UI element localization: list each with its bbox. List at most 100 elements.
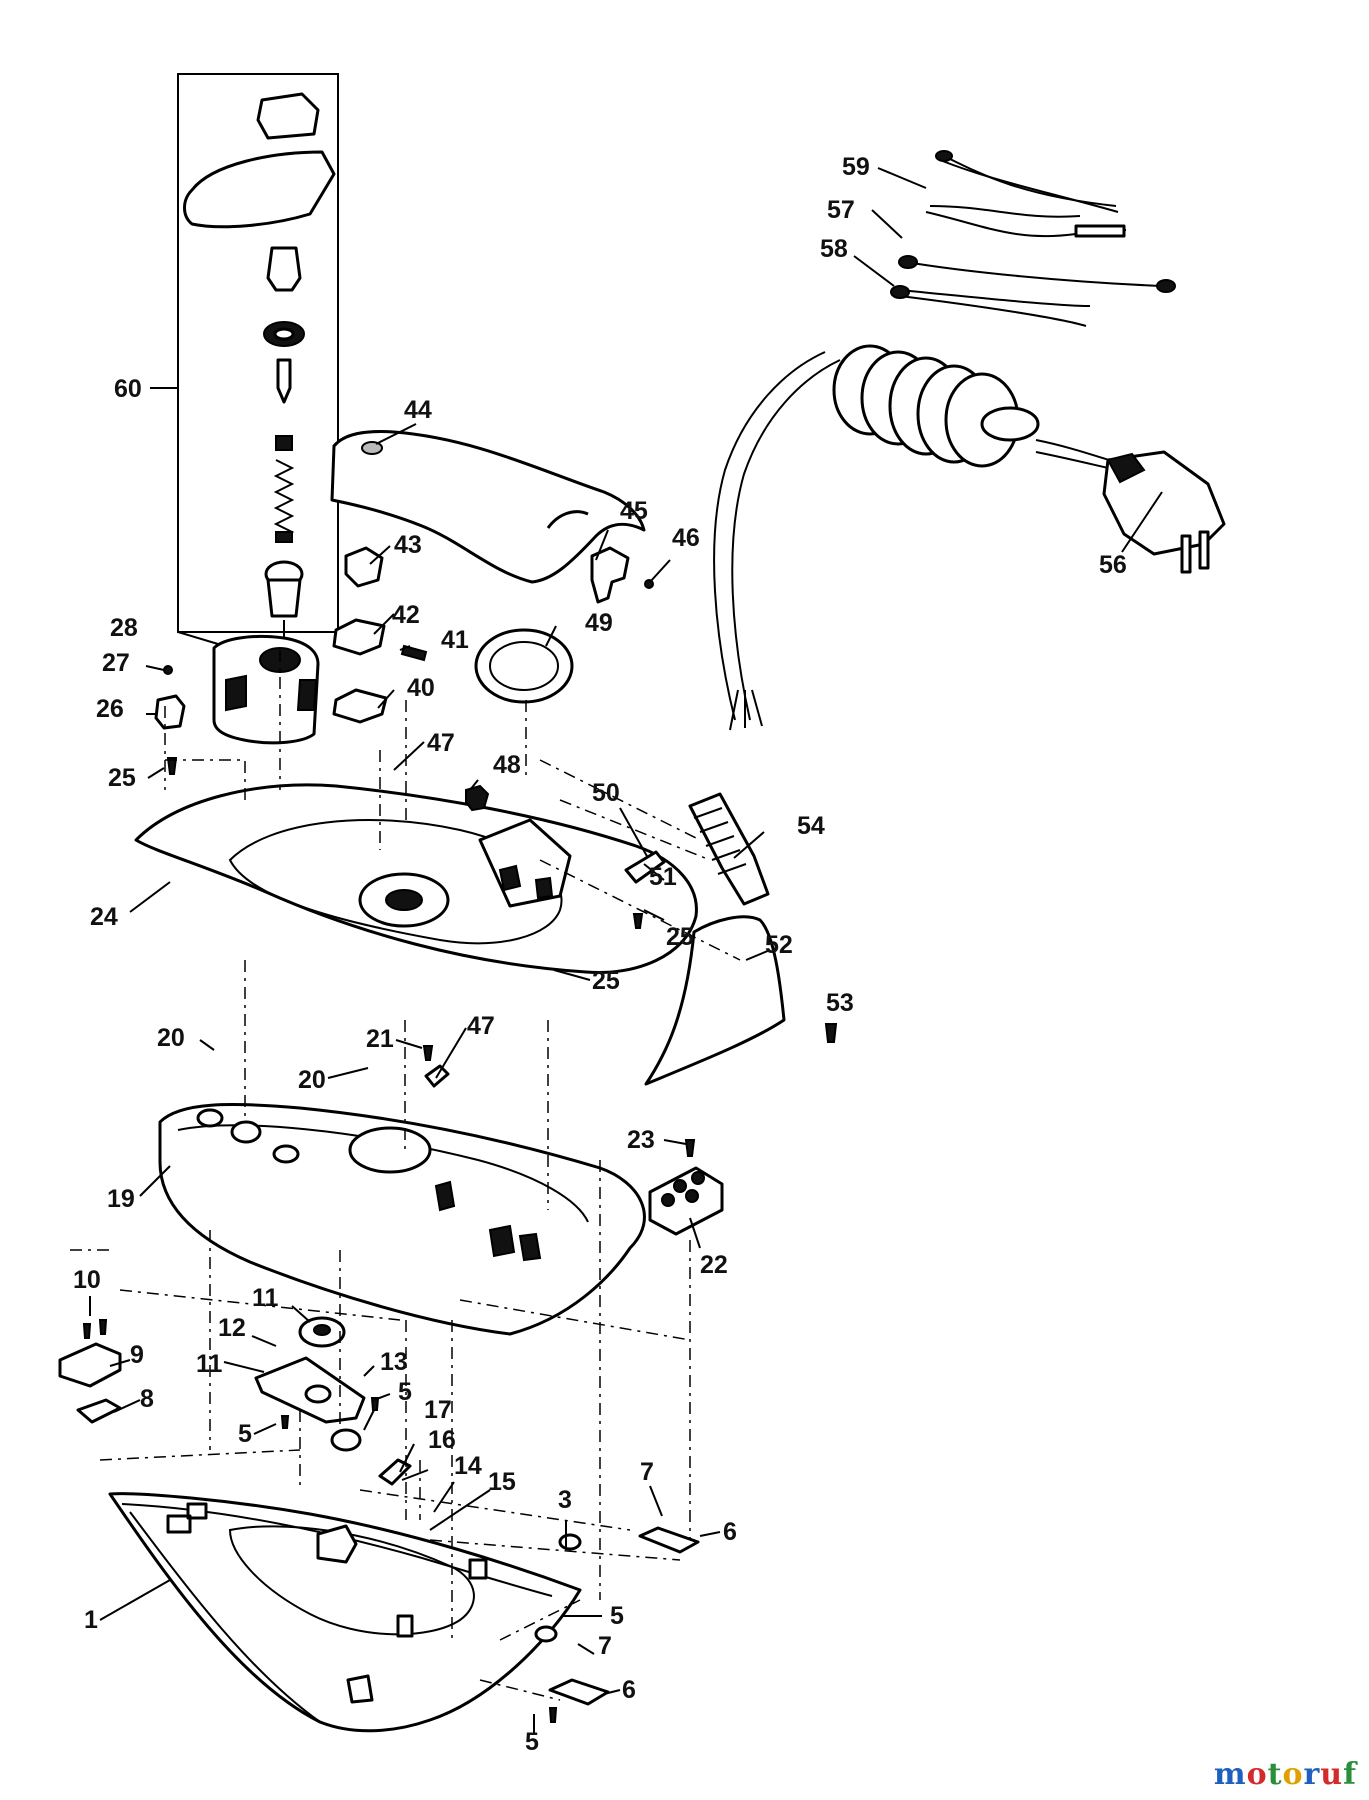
callout-54: 54 [797,812,825,840]
callout-12: 12 [218,1314,246,1342]
button-43 [344,546,384,588]
spring-54-coils [693,807,747,875]
callout-49: 49 [585,609,613,637]
callout-1: 1 [84,1606,98,1634]
screws-10 [82,1319,108,1339]
callout-6-b: 6 [622,1676,636,1704]
screws-5 [280,1397,558,1723]
callout-45: 45 [620,497,648,525]
part-48 [465,784,490,812]
spring-54 [688,792,770,906]
watermark-logo: motoruf [1214,1757,1357,1792]
callout-42: 42 [392,601,420,629]
soleplate-1 [108,1492,582,1733]
callout-28: 28 [110,614,138,642]
callout-13: 13 [380,1348,408,1376]
callout-labels: 60 59 57 58 56 44 45 46 43 42 41 49 40 2… [73,153,1127,1756]
callout-51: 51 [649,863,677,891]
callout-50: 50 [592,779,620,807]
callout-47-a: 47 [427,729,455,757]
callout-57: 57 [827,196,855,224]
watermark-letter: t [1267,1757,1283,1792]
callout-19: 19 [107,1185,135,1213]
wires-57-58-59 [890,150,1176,327]
callout-15: 15 [488,1468,516,1496]
callout-24: 24 [90,903,118,931]
callout-44: 44 [404,396,432,424]
callout-46: 46 [672,524,700,552]
callout-25-a: 25 [108,764,136,792]
base-19 [158,1103,646,1336]
callout-25-b: 25 [666,923,694,951]
plate-8 [76,1398,122,1424]
thermostat-11 [254,1316,366,1452]
bracket-9 [58,1342,122,1388]
callout-60: 60 [114,375,142,403]
power-cord-56 [713,344,1226,731]
screw-21 [422,1045,434,1061]
clip-45 [590,546,630,604]
callout-9: 9 [130,1341,144,1369]
callout-41: 41 [441,626,469,654]
callout-6-a: 6 [723,1518,737,1546]
callout-5-a: 5 [398,1378,412,1406]
callout-48: 48 [493,751,521,779]
screw-53 [824,1023,838,1043]
callout-8: 8 [140,1385,154,1413]
terminal-block-22 [648,1166,724,1236]
dial-49 [474,628,574,704]
callout-5-c: 5 [610,1602,624,1630]
callout-40: 40 [407,674,435,702]
part-50 [624,850,666,884]
callout-59: 59 [842,153,870,181]
watermark-letter: f [1343,1757,1357,1792]
watermark-letter: u [1320,1757,1344,1792]
water-tank-28 [212,634,320,745]
screw-25-rear [632,913,644,929]
callout-20-a: 20 [157,1024,185,1052]
callout-11-a: 11 [252,1284,279,1312]
callout-7-a: 7 [640,1458,654,1486]
watermark-letter: o [1246,1757,1268,1792]
callout-53: 53 [826,989,854,1017]
callout-3: 3 [558,1486,572,1514]
handle-cover-44 [330,430,646,584]
callout-11-b: 11 [196,1350,223,1378]
callout-58: 58 [820,235,848,263]
callout-21: 21 [366,1025,394,1053]
callout-25-c: 25 [592,967,620,995]
callout-5-b: 5 [238,1420,252,1448]
button-40 [332,688,388,724]
callout-5-d: 5 [525,1728,539,1756]
spring-41 [400,644,428,662]
callout-14: 14 [454,1452,482,1480]
callout-17: 17 [424,1396,452,1424]
valve-assembly-60 [177,73,339,650]
screw-23 [684,1139,696,1157]
callout-47-b: 47 [467,1012,495,1040]
housing-24 [134,783,698,974]
callout-23: 23 [627,1126,655,1154]
callout-27: 27 [102,649,130,677]
callout-20-b: 20 [298,1066,326,1094]
button-42 [332,618,386,656]
cap-26 [154,694,186,730]
callout-26: 26 [96,695,124,723]
watermark-letter: m [1213,1757,1247,1792]
assembly-guide-lines [70,650,741,1701]
callout-7-b: 7 [598,1632,612,1660]
watermark-letter: o [1282,1757,1304,1792]
watermark-letter: r [1303,1757,1321,1792]
callout-52: 52 [765,931,793,959]
callout-10: 10 [73,1266,101,1294]
screw-25-top [166,757,178,775]
callout-43: 43 [394,531,422,559]
plate-6-upper [638,1526,700,1554]
callout-16: 16 [428,1426,456,1454]
leader-lines [89,167,1163,1734]
callout-22: 22 [700,1251,728,1279]
callout-56: 56 [1099,551,1127,579]
screw-27 [163,665,173,675]
cord-spring-coil [832,344,1040,468]
